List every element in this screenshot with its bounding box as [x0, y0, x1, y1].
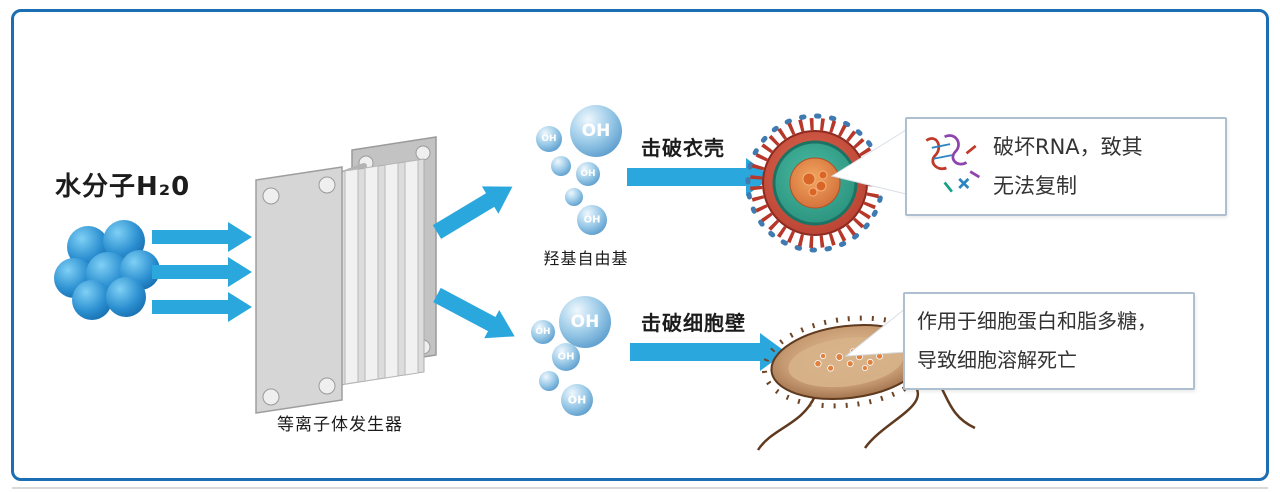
rna-callout-line2: 无法复制: [993, 173, 1077, 198]
oh-label: OH: [541, 134, 556, 144]
flow-arrow-3: [152, 292, 252, 322]
rna-callout-text: 破坏RNA，致其 无法复制: [993, 128, 1143, 206]
cell-callout-line2: 导致细胞溶解死亡: [917, 348, 1077, 372]
break-capsid-label: 击破衣壳: [641, 136, 725, 160]
plasma-generator: [255, 136, 437, 414]
cell-callout-text: 作用于细胞蛋白和脂多糖， 导致细胞溶解死亡: [917, 302, 1157, 380]
bacterium-illustration: [756, 306, 976, 451]
hydroxyl-radical-label: 羟基自由基: [543, 249, 629, 268]
bottom-divider: [12, 487, 1268, 489]
generator-label: 等离子体发生器: [277, 415, 403, 435]
oh-label: OH: [580, 169, 595, 179]
oh-label: OH: [584, 215, 601, 226]
split-arrow-down: [433, 287, 515, 339]
cell-callout: 作用于细胞蛋白和脂多糖， 导致细胞溶解死亡: [903, 292, 1195, 390]
cell-callout-line1: 作用于细胞蛋白和脂多糖，: [917, 309, 1157, 333]
rna-icon: [925, 133, 981, 193]
oh-label: OH: [535, 327, 550, 337]
oh-label: OH: [558, 352, 575, 363]
capsid-arrow: [627, 158, 772, 196]
hydroxyl-cluster-top: OH OH OH OH: [536, 105, 622, 235]
diagram-frame: [11, 9, 1269, 481]
oh-label: OH: [571, 312, 600, 332]
flow-arrow-2: [152, 257, 252, 287]
oh-label: OH: [582, 121, 611, 141]
rna-callout: 破坏RNA，致其 无法复制: [905, 117, 1227, 216]
hydroxyl-cluster-bottom: OH OH OH OH: [531, 296, 611, 416]
oh-label: OH: [568, 394, 587, 407]
water-molecule-label: 水分子H₂0: [55, 172, 191, 202]
cellwall-arrow: [630, 333, 786, 371]
split-arrow-up: [432, 186, 513, 239]
break-cellwall-label: 击破细胞壁: [641, 311, 746, 335]
water-molecule-cluster: [54, 220, 160, 320]
flow-arrow-1: [152, 222, 252, 252]
rna-callout-line1: 破坏RNA，致其: [993, 134, 1143, 159]
